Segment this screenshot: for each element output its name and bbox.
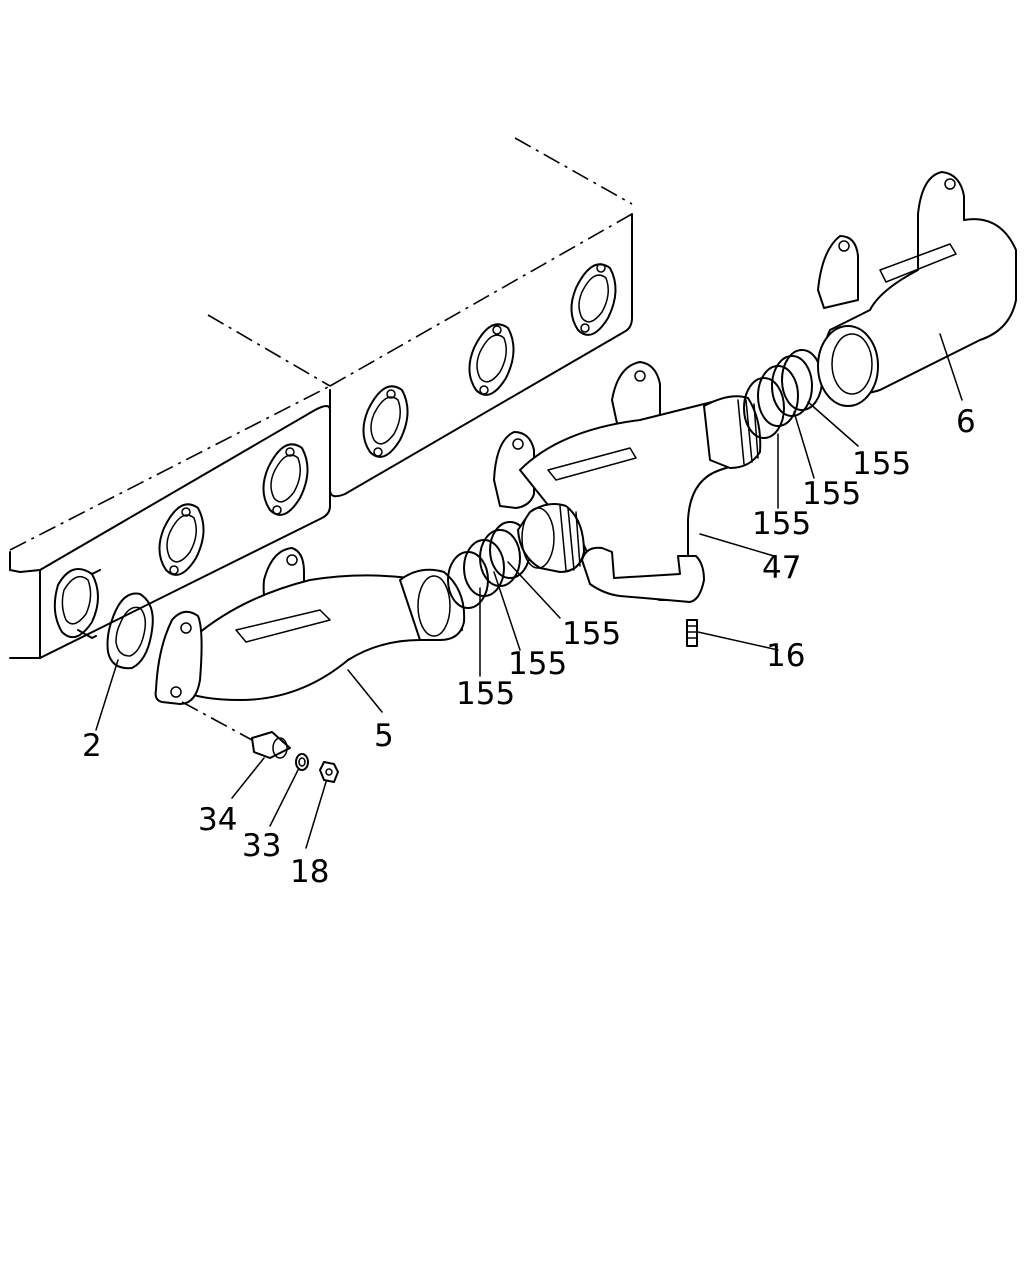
cylinder-head [9,137,633,659]
callout-16: 16 [766,638,805,674]
callout-155-e: 155 [802,476,861,512]
spacer-sleeve [251,731,291,759]
seal-rings-front [447,521,531,609]
callout-47: 47 [762,550,801,586]
port-flange [158,503,205,576]
front-exhaust-manifold [154,547,466,705]
callout-155-f: 155 [852,446,911,482]
callout-155-b: 155 [508,646,567,682]
callout-155-d: 155 [752,506,811,542]
rear-exhaust-manifold [817,171,1017,407]
center-exhaust-manifold [493,361,762,603]
callout-155-a: 155 [456,676,515,712]
callout-33: 33 [242,828,281,864]
washer [295,753,309,771]
callout-5: 5 [374,718,394,754]
port-flange [570,263,617,336]
stud [686,619,698,647]
callout-34: 34 [198,802,237,838]
port-flange-with-studs [53,567,101,639]
callout-6: 6 [956,404,976,440]
nut [319,761,339,783]
gasket [106,592,154,670]
leader-lines [95,333,963,849]
callout-18: 18 [290,854,329,890]
callout-155-c: 155 [562,616,621,652]
callout-2: 2 [82,728,102,764]
callout-labels: 2 5 6 16 18 33 34 47 155 155 155 155 155… [82,404,976,890]
port-flange [362,385,409,458]
port-flange [468,323,515,396]
port-flange [262,443,309,516]
